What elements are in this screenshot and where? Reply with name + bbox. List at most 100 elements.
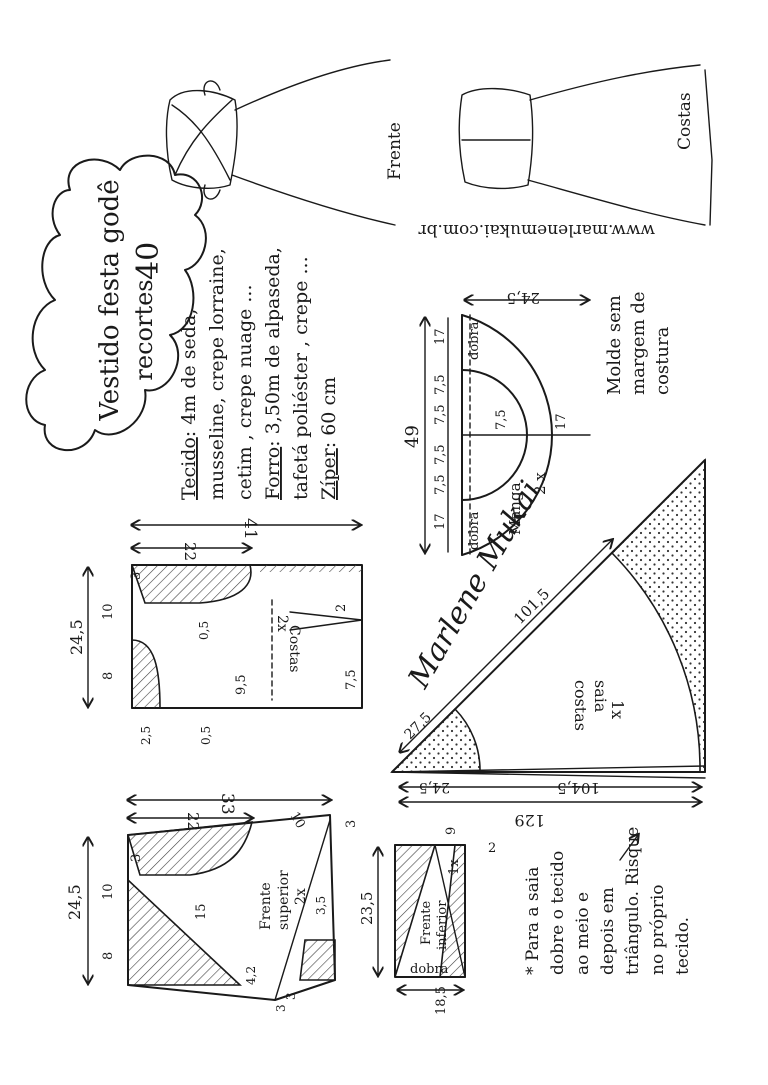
website: www.marlenemukai.com.br — [418, 220, 655, 240]
skirt-dim-1045: 104,5 — [557, 779, 600, 797]
front-upper-dim-15: 15 — [194, 903, 209, 920]
svg-text:Forro: 3,50m de alpaseda,: Forro: 3,50m de alpaseda, — [262, 247, 284, 500]
dress-back-sketch: Costas www.marlenemukai.com.br — [418, 64, 713, 240]
title-line-1: Vestido festa godê — [95, 179, 125, 421]
front-label: Frente — [385, 122, 405, 180]
front-lower-dim-2: 2 — [488, 841, 496, 856]
materials-line-5: tafetá poliéster , crepe ... — [290, 256, 312, 500]
dress-front-sketch: Frente — [165, 59, 405, 226]
front-upper-dim-42: 4,2 — [244, 966, 258, 985]
back-dim-25: 2,5 — [139, 726, 153, 745]
front-upper-dim-3d: 3 — [274, 1004, 288, 1012]
front-upper-dim-10b: 10 — [101, 883, 116, 900]
sleeve-dim-top: 24,5 — [507, 289, 540, 307]
front-upper-dim-35: 3,5 — [314, 896, 328, 915]
sleeve-count: 2 x — [531, 472, 549, 495]
front-upper-dim-10: 10 — [287, 810, 308, 832]
front-lower-piece: Frente inferior 1x dobra 23,5 9 2 18,5 — [358, 827, 496, 1015]
front-upper-dim-3b: 3 — [129, 854, 144, 862]
svg-text:Tecido: 4m de seda,: Tecido: 4m de seda, — [178, 309, 200, 500]
dress-illustrations: Frente Costas www.marlenemukai.com.br — [165, 59, 713, 240]
sleeve-dim-row-4: 7,5 — [433, 374, 448, 395]
seam-note: Molde sem margem de costura — [604, 291, 673, 395]
skirt-dim-245: 24,5 — [419, 779, 450, 795]
front-upper-neck-shade — [126, 821, 254, 876]
back-dim-22: 22 — [181, 542, 199, 561]
front-lower-label: Frente — [419, 900, 434, 945]
zipper-label: Zíper — [318, 447, 340, 500]
back-dim-2: 2 — [334, 604, 349, 612]
sleeve-dim-row-1: 7,5 — [433, 474, 448, 495]
skirt-outer-dots — [610, 458, 706, 773]
sleeve-dim-row-0: 17 — [433, 513, 448, 530]
front-lower-shade — [394, 844, 437, 978]
skirt-note-line-6: no próprio — [648, 884, 668, 975]
back-label: Costas — [675, 92, 695, 150]
front-lower-label-2: inferior — [435, 900, 450, 950]
lining-label: Forro — [262, 447, 284, 500]
back-dim-41: 41 — [240, 518, 260, 540]
back-dim-245: 24,5 — [67, 619, 86, 655]
sleeve-piece: Manga 2 x dobra dobra 49 24,5 17 7,5 7,5… — [402, 289, 590, 556]
sleeve-dim-row-2: 7,5 — [433, 444, 448, 465]
front-lower-fold: dobra — [410, 962, 449, 977]
skirt-note-line-4: depois em — [598, 887, 618, 975]
front-upper-dim-8: 8 — [101, 952, 116, 960]
skirt-count: 1x — [608, 700, 627, 719]
front-upper-dim-33: 33 — [217, 793, 237, 815]
back-count: 2x — [274, 615, 290, 632]
skirt-inner-dots — [390, 707, 481, 773]
zipper-value: : 60 cm — [318, 377, 340, 448]
svg-text:Zíper: 60 cm: Zíper: 60 cm — [318, 377, 340, 500]
sleeve-label: Manga — [506, 482, 524, 535]
sleeve-dim-row-3: 7,5 — [433, 404, 448, 425]
skirt-note-line-2: dobre o tecido — [548, 851, 568, 975]
title-line-2: recortes — [130, 279, 158, 380]
front-lower-dim-185: 18,5 — [434, 986, 449, 1015]
front-lower-dim-235: 23,5 — [358, 892, 376, 925]
sleeve-dim-total: 49 — [402, 425, 423, 448]
skirt-dim-129: 129 — [514, 811, 545, 830]
sleeve-fold-right: dobra — [467, 321, 482, 360]
seam-note-line-3: costura — [652, 326, 673, 395]
front-upper-label-2: superior — [276, 870, 292, 930]
materials-line-2: musseline, crepe lorraine, — [206, 248, 228, 500]
front-upper-dim-22: 22 — [184, 812, 202, 831]
seam-note-line-2: margem de — [628, 291, 649, 395]
front-upper-label: Frente — [258, 882, 274, 930]
fabric-value: : 4m de seda, — [178, 309, 200, 438]
title-card: Vestido festa godê recortes 40 — [25, 154, 207, 452]
front-upper-dim-3c: 3 — [284, 992, 298, 1000]
signature: Marlene Mukai — [401, 475, 548, 695]
back-dim-8: 8 — [101, 672, 116, 680]
front-upper-side-shade — [299, 939, 336, 981]
front-upper-count: 2x — [293, 888, 309, 905]
back-dim-05a: 0,5 — [197, 621, 211, 640]
sleeve-radius-outer: 17 — [554, 413, 569, 430]
sleeve-radius-inner: 7,5 — [494, 409, 509, 430]
skirt-note-line-1: * Para a saia — [523, 867, 543, 975]
back-neck-shade — [130, 564, 252, 604]
front-upper-piece: Frente superior 2x 33 22 10 3 24,5 3 10 … — [65, 793, 359, 1012]
back-dim-10: 10 — [101, 603, 116, 620]
front-upper-shoulder-shade — [127, 878, 243, 986]
lining-value: : 3,50m de alpaseda, — [262, 247, 284, 447]
front-lower-dim-9: 9 — [444, 827, 459, 835]
skirt-dim-1015: 101,5 — [510, 585, 553, 628]
skirt-note: * Para a saia dobre o tecido ao meio e d… — [523, 827, 693, 975]
back-bodice-piece: Costas 2x 41 22 24,5 3 10 8 0,5 2 9,5 7,… — [67, 518, 363, 745]
front-upper-dim-245: 24,5 — [65, 884, 84, 920]
back-dim-3: 3 — [129, 572, 144, 580]
front-upper-dim-3a: 3 — [344, 820, 359, 828]
skirt-note-line-5: triângulo. Risque — [623, 827, 643, 975]
materials-line-3: cetim , crepe nuage ... — [234, 284, 256, 500]
skirt-note-line-3: ao meio e — [573, 892, 593, 975]
back-dim-75: 7,5 — [344, 669, 359, 690]
back-dim-95: 9,5 — [234, 674, 249, 695]
skirt-note-arrow — [619, 835, 638, 861]
materials-list: Tecido: 4m de seda, musseline, crepe lor… — [178, 247, 340, 500]
front-lower-count: 1x — [447, 859, 462, 875]
sleeve-dim-row-5: 17 — [433, 328, 448, 345]
back-dim-05b: 0,5 — [199, 726, 213, 745]
